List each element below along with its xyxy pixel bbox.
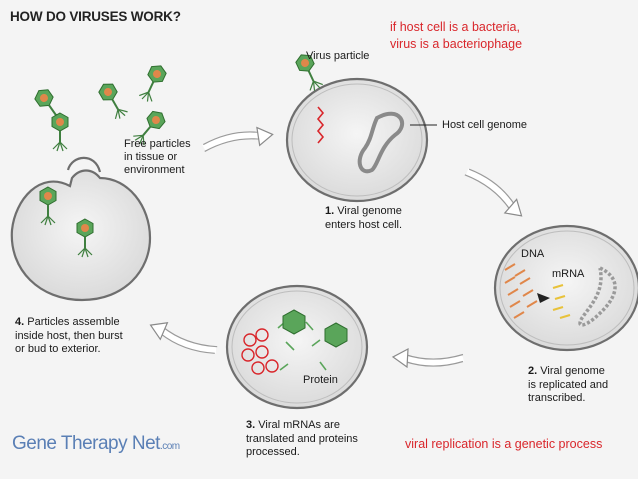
- step-4-caption: 4. Particles assemble inside host, then …: [15, 316, 123, 357]
- virus-particle-icon: [51, 112, 69, 152]
- step-1-text: Viral genome enters host cell.: [325, 205, 403, 231]
- protein-icon: [282, 309, 306, 335]
- host-cell-1: [285, 77, 437, 203]
- brand-name: Gene Therapy Net: [12, 433, 160, 454]
- virus-particle-icon: [95, 79, 131, 123]
- cycle-arrow-icon: [461, 165, 527, 222]
- step-2-caption: 2. Viral genome is replicated and transc…: [528, 365, 608, 406]
- step-1-number: 1.: [325, 205, 335, 217]
- label-protein: Protein: [303, 374, 338, 386]
- label-host-cell-genome: Host cell genome: [442, 119, 527, 131]
- mrna-icon: [552, 283, 571, 320]
- step-4-text: Particles assemble inside host, then bur…: [15, 316, 123, 355]
- dna-icon: [504, 263, 538, 319]
- step-1-caption: 1. Viral genome enters host cell.: [325, 205, 402, 232]
- cycle-arrow-icon: [202, 125, 274, 157]
- step-4-number: 4.: [15, 316, 25, 328]
- step-3-text: Viral mRNAs are translated and proteins …: [246, 419, 358, 458]
- note-genetic-process: viral replication is a genetic process: [405, 437, 603, 451]
- cycle-arrow-icon: [393, 349, 463, 367]
- label-mrna: mRNA: [552, 268, 585, 280]
- host-cell-2: [493, 224, 638, 352]
- host-cell-3: [225, 284, 369, 410]
- brand-logo: Gene Therapy Net.com: [12, 433, 180, 455]
- viral-genome-icon: [316, 106, 325, 144]
- label-virus-particle: Virus particle: [306, 50, 370, 62]
- diagram-title: HOW DO VIRUSES WORK?: [10, 9, 181, 24]
- host-genome-icon: [357, 111, 405, 174]
- step-3-caption: 3. Viral mRNAs are translated and protei…: [246, 419, 358, 460]
- note-bacteria-line2: virus is a bacteriophage: [390, 37, 523, 51]
- step-2-number: 2.: [528, 365, 538, 377]
- cycle-arrow-icon: [147, 318, 219, 359]
- label-free-particles: Free particles in tissue or environment: [124, 138, 191, 176]
- note-bacteria-line1: if host cell is a bacteria,: [390, 20, 520, 34]
- step-2-text: Viral genome is replicated and transcrib…: [528, 365, 609, 404]
- virus-particle-icon: [136, 61, 170, 105]
- brand-suffix: .com: [159, 441, 180, 452]
- step-3-number: 3.: [246, 419, 256, 431]
- label-dna: DNA: [521, 248, 545, 260]
